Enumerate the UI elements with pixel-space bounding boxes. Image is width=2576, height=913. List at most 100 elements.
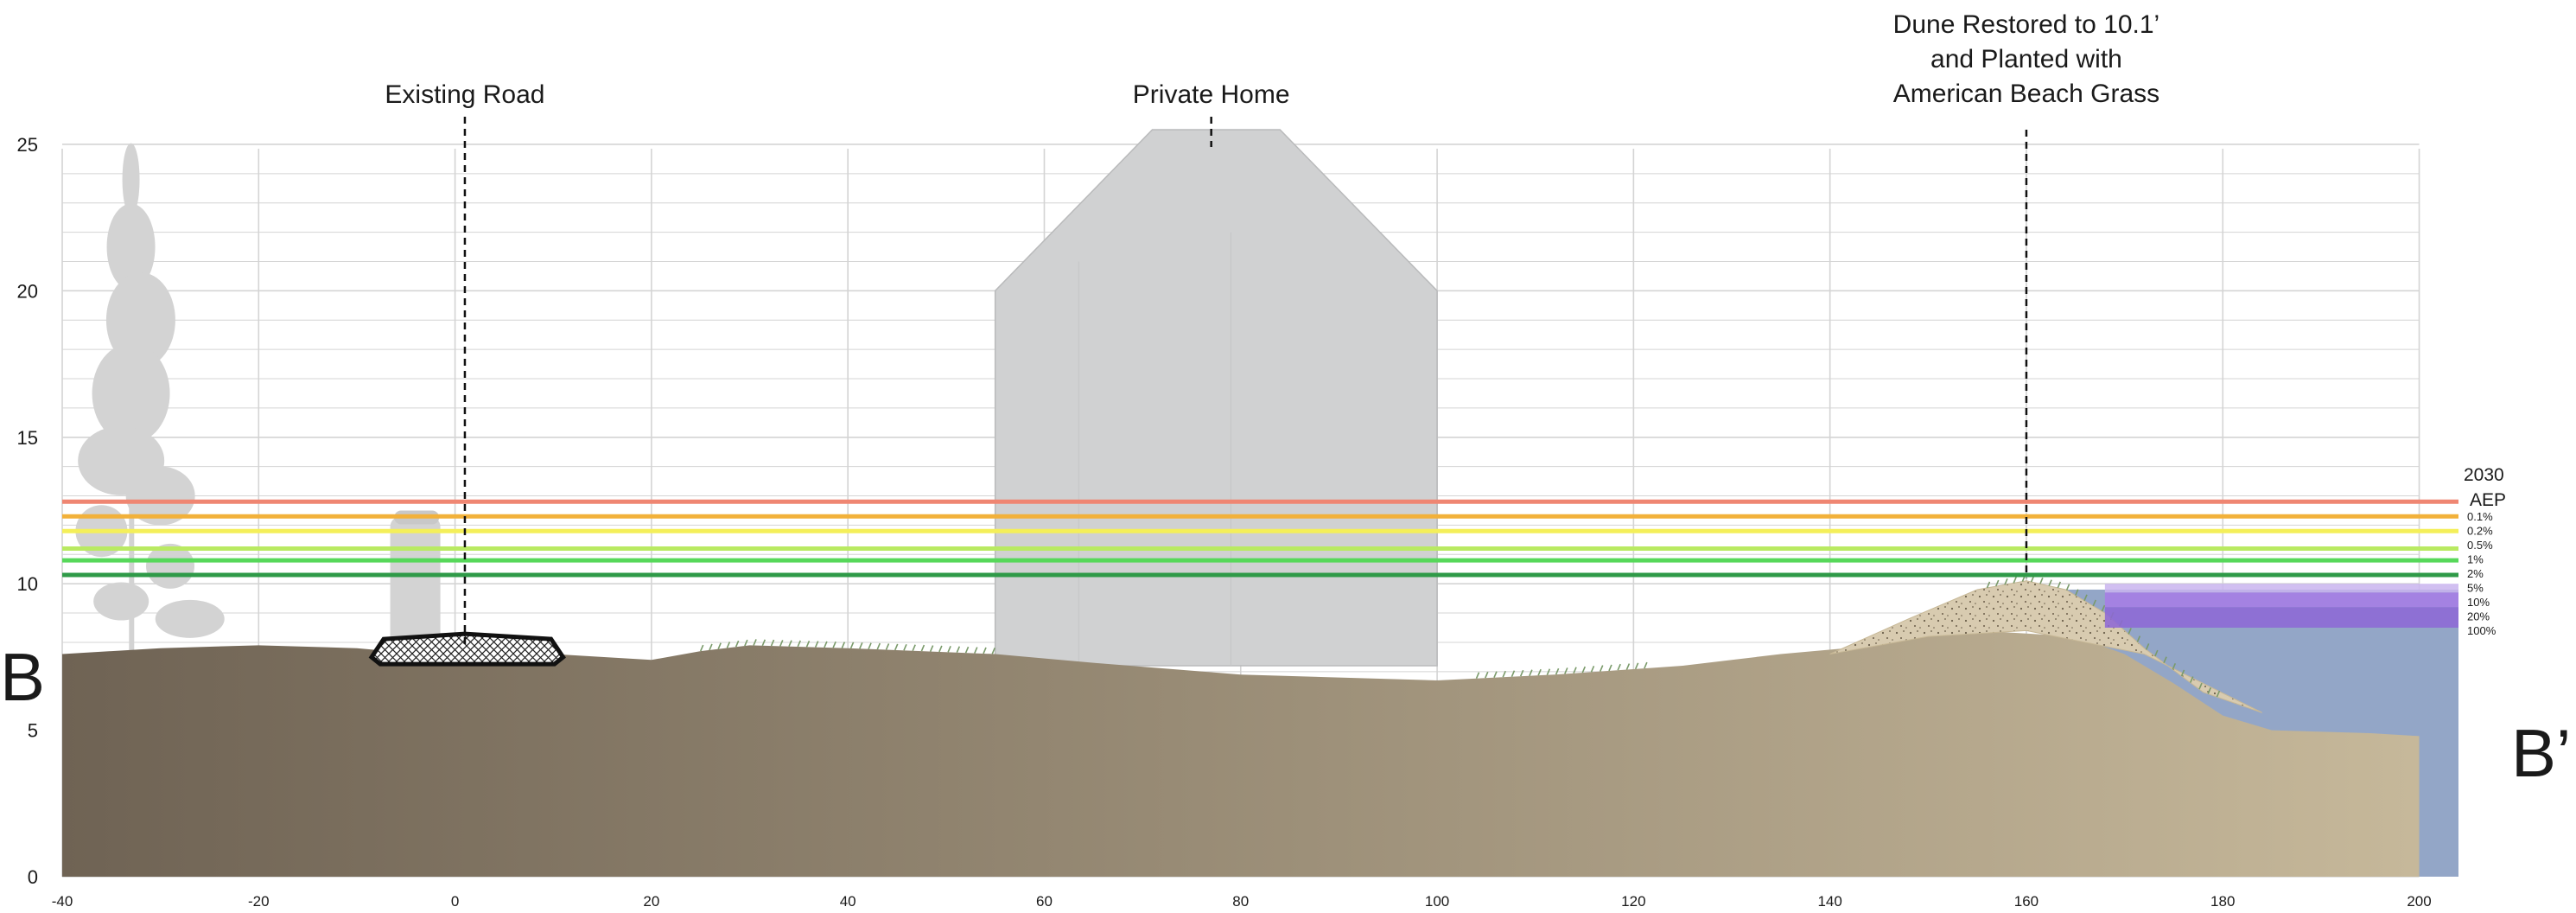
beach-grass bbox=[761, 639, 766, 647]
y-tick-label: 20 bbox=[17, 280, 38, 302]
beach-grass bbox=[1485, 671, 1489, 679]
beach-grass bbox=[1590, 666, 1595, 673]
x-tick-label: 60 bbox=[1036, 893, 1053, 910]
beach-grass bbox=[1546, 668, 1551, 675]
beach-grass bbox=[2136, 635, 2141, 642]
beach-grass bbox=[2154, 649, 2159, 657]
beach-grass bbox=[1986, 581, 1991, 589]
house-shape bbox=[994, 129, 1438, 667]
car-body bbox=[390, 516, 441, 652]
beach-grass bbox=[1475, 672, 1480, 680]
beach-grass bbox=[849, 642, 855, 649]
ground-fill bbox=[62, 630, 2420, 877]
aep-title: AEP bbox=[2470, 490, 2506, 510]
beach-grass bbox=[2145, 643, 2150, 650]
beach-grass bbox=[2039, 578, 2044, 584]
aep-band bbox=[2104, 584, 2458, 593]
beach-grass bbox=[2198, 682, 2203, 690]
beach-grass bbox=[938, 645, 943, 653]
beach-grass bbox=[894, 643, 899, 651]
y-tick-label: 25 bbox=[17, 134, 38, 156]
tree-foliage bbox=[92, 342, 170, 444]
beach-grass bbox=[1573, 667, 1577, 674]
beach-grass bbox=[1537, 668, 1542, 676]
aep-title: 2030 bbox=[2464, 465, 2504, 485]
beach-grass bbox=[1519, 669, 1524, 677]
beach-grass bbox=[929, 645, 934, 652]
beach-grass bbox=[859, 642, 863, 649]
aep-band bbox=[2104, 607, 2458, 628]
x-tick-label: 200 bbox=[2407, 893, 2431, 910]
beach-grass bbox=[974, 647, 978, 654]
beach-grass bbox=[1564, 667, 1568, 674]
tree-foliage bbox=[106, 203, 156, 290]
existing-road bbox=[368, 631, 566, 667]
y-tick-label: 10 bbox=[17, 573, 38, 595]
aep-band bbox=[2104, 592, 2458, 608]
x-tick-label: 160 bbox=[2014, 893, 2039, 910]
y-tick-label: 5 bbox=[28, 720, 38, 742]
x-tick-label: -40 bbox=[52, 893, 73, 910]
beach-grass bbox=[1617, 663, 1621, 671]
tree-foliage bbox=[146, 543, 195, 589]
beach-grass bbox=[991, 648, 995, 654]
beach-grass bbox=[903, 643, 907, 651]
beach-grass bbox=[2216, 690, 2221, 698]
aep-label: 0.2% bbox=[2467, 525, 2493, 538]
beach-grass bbox=[717, 642, 722, 649]
callout-label: Private Home bbox=[1133, 80, 1290, 109]
beach-grass bbox=[1529, 669, 1533, 676]
beach-grass bbox=[920, 644, 925, 652]
ground-profile bbox=[62, 575, 2420, 877]
tree-foliage bbox=[155, 599, 225, 638]
x-tick-label: 100 bbox=[1425, 893, 1449, 910]
beach-grass bbox=[885, 643, 890, 650]
x-tick-label: 180 bbox=[2210, 893, 2235, 910]
beach-grass bbox=[1994, 579, 2000, 587]
beach-grass bbox=[1644, 661, 1648, 669]
beach-grass bbox=[744, 639, 748, 647]
beach-grass bbox=[2075, 589, 2079, 597]
aep-label: 2% bbox=[2467, 567, 2484, 580]
aep-label: 1% bbox=[2467, 553, 2484, 566]
tree-foliage bbox=[122, 143, 140, 216]
beach-grass bbox=[1608, 664, 1612, 672]
private-home-silhouette bbox=[994, 129, 1438, 667]
beach-grass bbox=[2207, 687, 2211, 694]
tree-foliage bbox=[125, 466, 195, 526]
beach-grass bbox=[2180, 669, 2185, 677]
beach-grass bbox=[779, 640, 784, 647]
beach-grass bbox=[1634, 662, 1639, 670]
beach-grass bbox=[2101, 604, 2106, 612]
x-tick-label: 0 bbox=[451, 893, 459, 910]
beach-grass bbox=[753, 639, 757, 646]
beach-grass bbox=[1555, 667, 1560, 675]
beach-grass bbox=[1599, 665, 1604, 672]
beach-grass bbox=[735, 640, 740, 648]
y-tick-label: 0 bbox=[28, 866, 38, 888]
beach-grass bbox=[814, 641, 819, 648]
beach-grass bbox=[2004, 578, 2008, 585]
beach-grass bbox=[832, 641, 836, 648]
callout-label: and Planted with bbox=[1930, 45, 2122, 73]
beach-grass bbox=[2092, 599, 2096, 607]
beach-grass bbox=[868, 642, 872, 649]
beach-grass bbox=[2013, 577, 2017, 584]
beach-grass bbox=[912, 644, 916, 652]
beach-grass bbox=[2128, 628, 2132, 635]
y-tick-label: 15 bbox=[17, 427, 38, 449]
callout-label: Dune Restored to 10.1’ bbox=[1893, 10, 2160, 39]
aep-label: 20% bbox=[2467, 610, 2490, 623]
beach-grass bbox=[797, 640, 801, 648]
road-cross-section bbox=[368, 631, 566, 667]
aep-label: 0.1% bbox=[2467, 510, 2493, 523]
beach-grass bbox=[2048, 579, 2052, 586]
beach-grass bbox=[788, 640, 792, 647]
aep-label: 100% bbox=[2467, 624, 2496, 637]
x-tick-label: 80 bbox=[1232, 893, 1249, 910]
beach-grass bbox=[2190, 676, 2194, 683]
beach-grass bbox=[805, 640, 811, 648]
beach-grass bbox=[876, 642, 881, 650]
